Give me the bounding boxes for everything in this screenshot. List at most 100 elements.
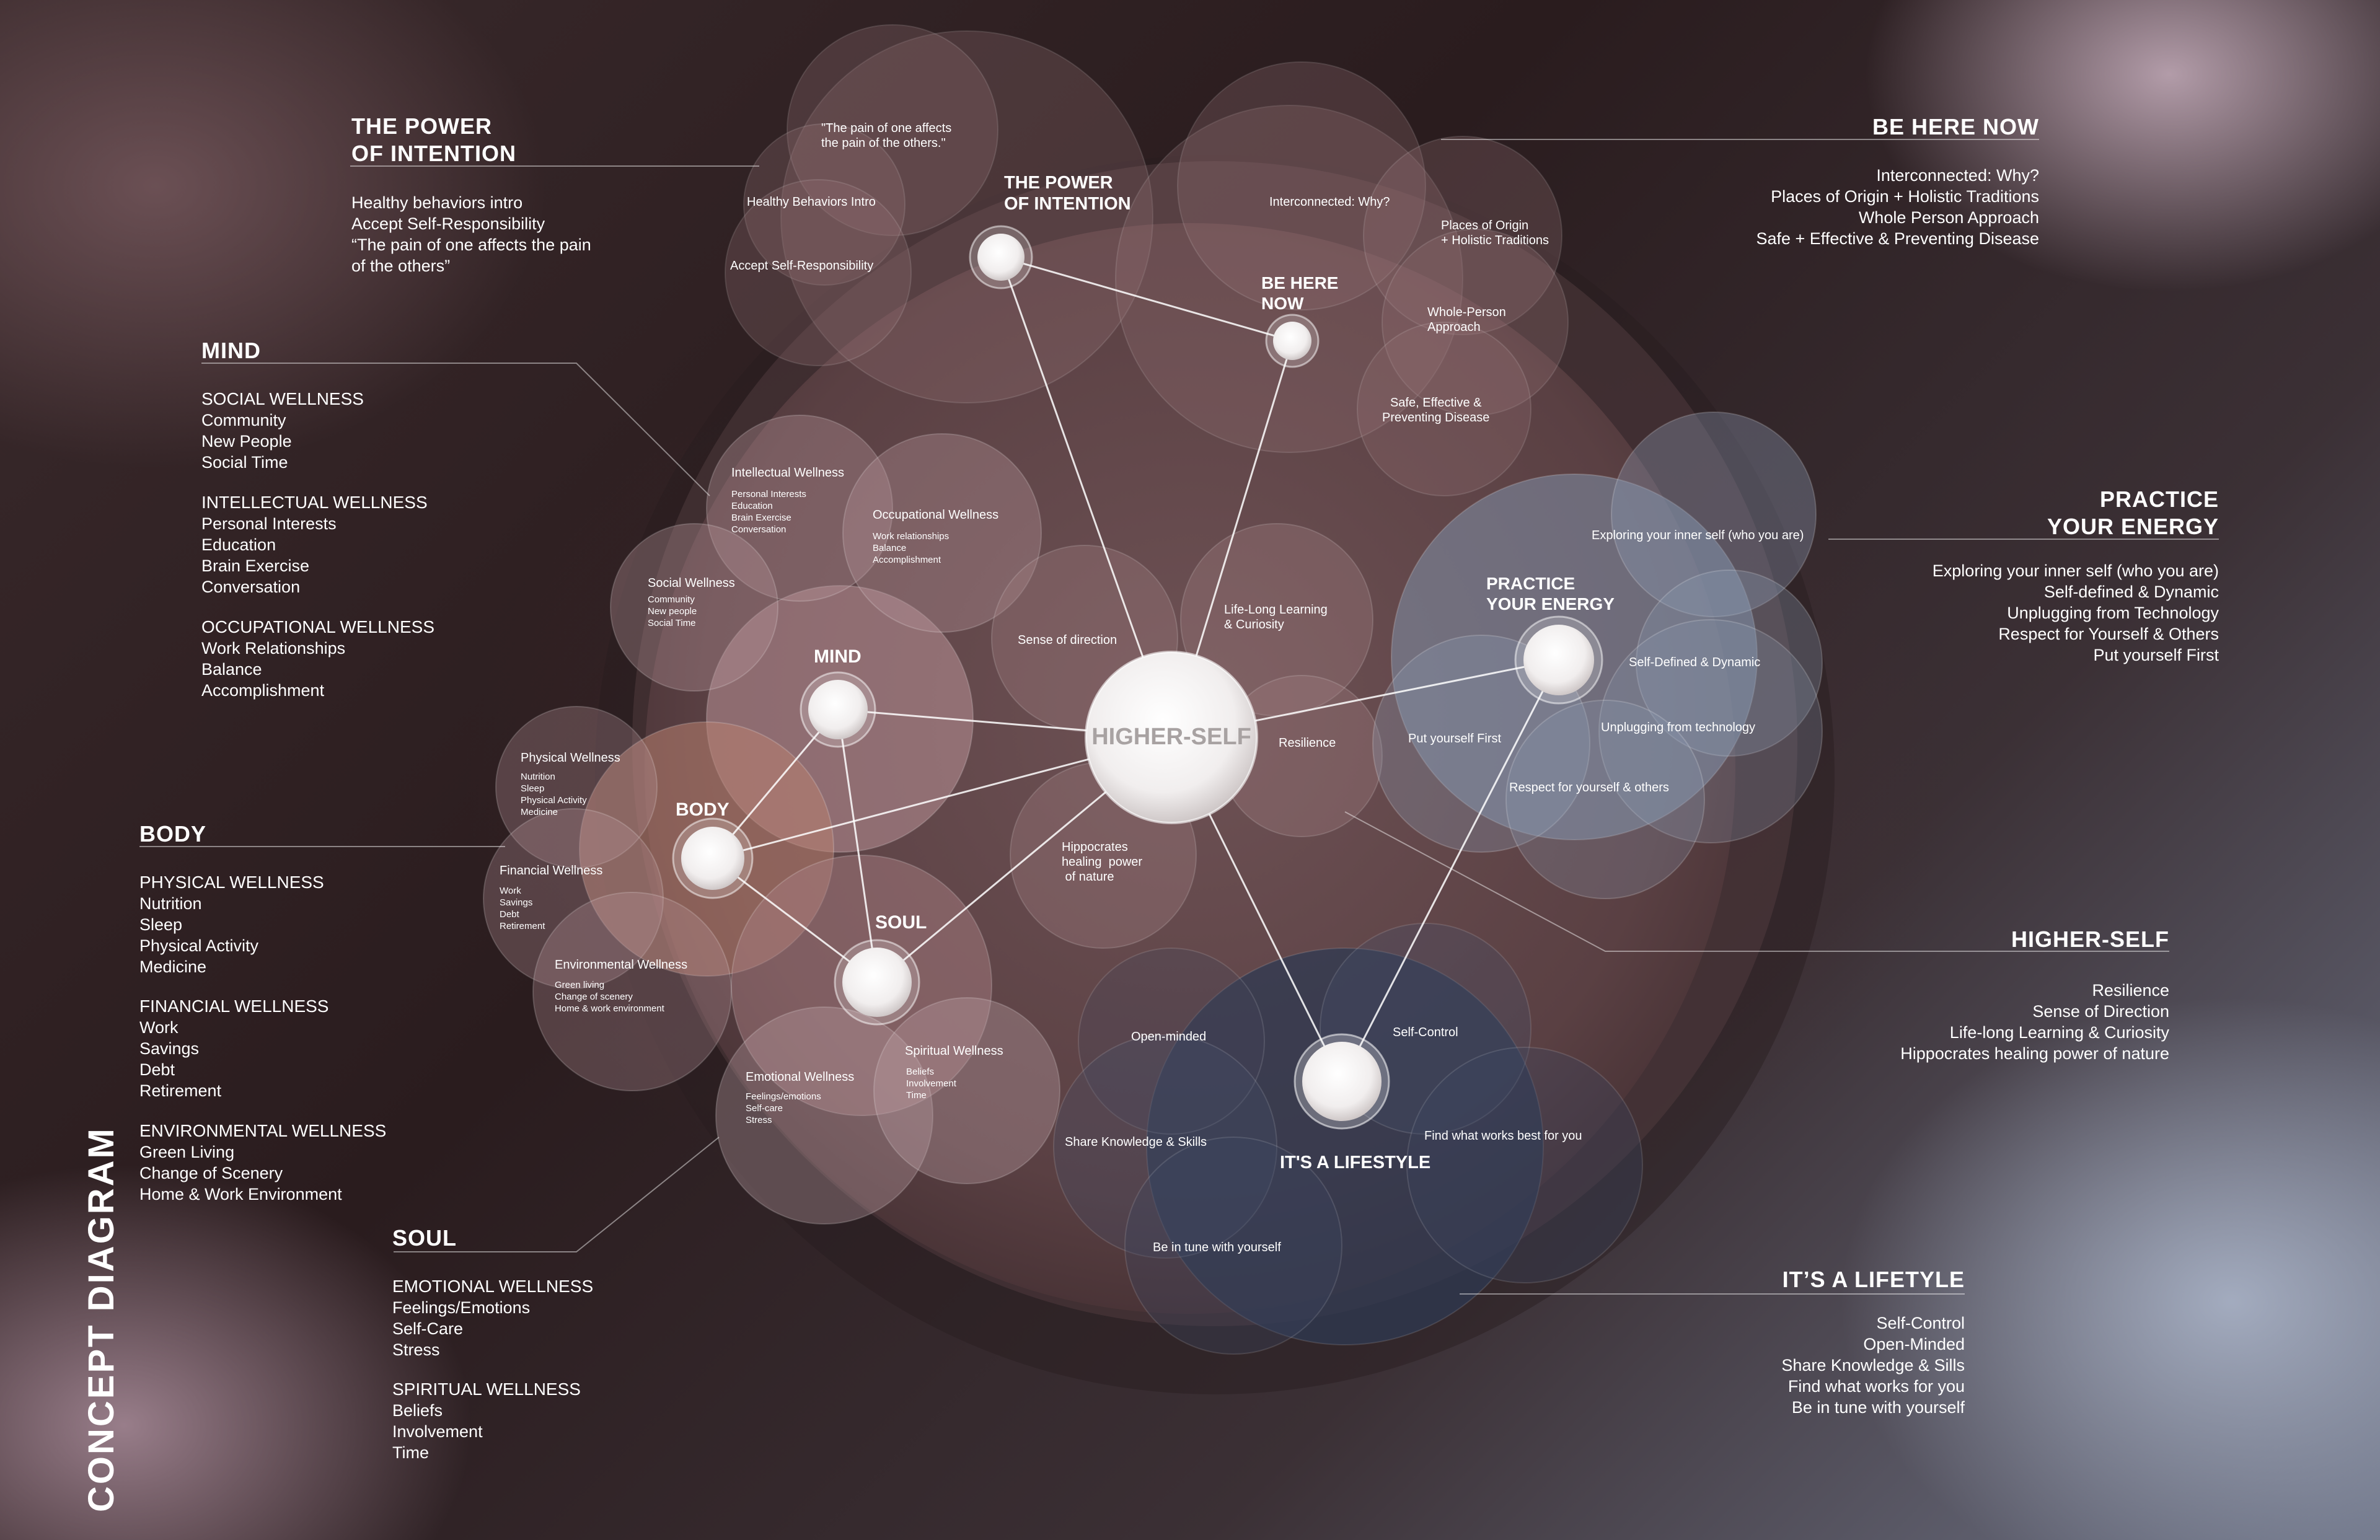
mind-node-label: MIND [814, 646, 862, 667]
occupational-circle [842, 433, 1042, 633]
safe-label: Safe, Effective & Preventing Disease [1382, 396, 1490, 425]
intention-node [977, 234, 1025, 281]
social-title: Social Wellness [648, 576, 735, 590]
intention-panel-heading: THE POWER OF INTENTION [351, 113, 516, 166]
respect-circle [1505, 700, 1705, 899]
financial-circle [483, 808, 664, 989]
interconnected-label: Interconnected: Why? [1269, 195, 1390, 209]
find-works-circle [1406, 1047, 1643, 1283]
in-tune-label: Be in tune with yourself [1153, 1241, 1281, 1254]
self-defined-circle [1636, 570, 1823, 757]
occupational-title: Occupational Wellness [873, 508, 999, 522]
here-now-area-circle [1115, 105, 1463, 453]
mind-panel-s2-title: INTELLECTUAL WELLNESS [201, 493, 428, 512]
lifestyle-node-label: IT'S A LIFESTYLE [1280, 1153, 1431, 1173]
mind-panel-s2-lines: Personal Interests Education Brain Exerc… [201, 514, 337, 596]
emotional-circle [715, 1006, 933, 1225]
intellectual-title: Intellectual Wellness [731, 466, 844, 480]
origin-circle [1363, 136, 1562, 335]
interconnected-circle [1177, 61, 1426, 310]
higher-self-panel-heading: HIGHER-SELF [2011, 926, 2169, 952]
whole-person-label: Whole-Person Approach [1427, 306, 1506, 334]
spiritual-items: Beliefs Involvement Time [906, 1067, 956, 1101]
body-panel-s3-lines: Green Living Change of Scenery Home & Wo… [139, 1143, 342, 1203]
mind-node [808, 680, 868, 739]
body-node [681, 827, 744, 890]
in-tune-circle [1124, 1137, 1342, 1355]
soul-node [842, 948, 912, 1017]
leader-soul [394, 1137, 720, 1252]
body-panel-heading: BODY [139, 821, 207, 847]
lifestyle-circle [1146, 948, 1544, 1345]
quote-circle [787, 24, 998, 236]
intellectual-items: Personal Interests Education Brain Exerc… [731, 489, 806, 535]
here-now-node-label: BE HERE NOW [1261, 273, 1339, 313]
social-circle [610, 523, 778, 692]
intention-panel-lines: Healthy behaviors intro Accept Self-Resp… [351, 193, 591, 275]
link-mind-soul [837, 709, 878, 983]
put-first-circle [1372, 635, 1590, 853]
soul-panel-heading: SOUL [392, 1225, 457, 1251]
exploring-circle [1611, 411, 1817, 617]
environmental-items: Green living Change of scenery Home & wo… [555, 980, 664, 1014]
mind-panel-s1-lines: Community New People Social Time [201, 411, 292, 472]
emotional-title: Emotional Wellness [746, 1070, 855, 1084]
respect-label: Respect for yourself & others [1509, 781, 1669, 794]
financial-title: Financial Wellness [500, 864, 603, 878]
body-panel-s1-title: PHYSICAL WELLNESS [139, 873, 324, 892]
emotional-items: Feelings/emotions Self-care Stress [746, 1091, 821, 1125]
social-items: Community New people Social Time [648, 594, 697, 628]
spiritual-circle [873, 997, 1060, 1184]
physical-items: Nutrition Sleep Physical Activity Medici… [521, 772, 587, 817]
quote-label: "The pain of one affects the pain of the… [821, 121, 952, 150]
body-panel-s2-title: FINANCIAL WELLNESS [139, 997, 329, 1016]
environmental-circle [532, 892, 732, 1091]
environmental-title: Environmental Wellness [555, 958, 688, 972]
body-panel-s3-title: ENVIRONMENTAL WELLNESS [139, 1121, 387, 1140]
physical-circle [495, 706, 658, 868]
body-panel-s2-lines: Work Savings Debt Retirement [139, 1018, 222, 1100]
healthy-intro-label: Healthy Behaviors Intro [747, 195, 876, 209]
intention-node-label: THE POWER OF INTENTION [1004, 173, 1131, 214]
self-control-label: Self-Control [1393, 1026, 1458, 1039]
center-node [1085, 651, 1258, 824]
sense-direction-label: Sense of direction [1018, 633, 1117, 647]
soul-node-label: SOUL [875, 912, 927, 933]
unplugging-label: Unplugging from technology [1601, 721, 1756, 734]
find-works-label: Find what works best for you [1424, 1129, 1582, 1143]
center-node-label: HIGHER-SELF [1091, 724, 1251, 750]
page-title: CONCEPT DIAGRAM [81, 1127, 121, 1512]
body-panel-s1-lines: Nutrition Sleep Physical Activity Medici… [139, 894, 259, 976]
lifestyle-panel-lines: Self-Control Open-Minded Share Knowledge… [1781, 1314, 1965, 1417]
energy-panel-lines: Exploring your inner self (who you are) … [1932, 561, 2219, 664]
spiritual-title: Spiritual Wellness [905, 1044, 1003, 1058]
higher-self-panel-lines: Resilience Sense of Direction Life-long … [1900, 981, 2169, 1063]
open-minded-label: Open-minded [1131, 1030, 1207, 1044]
soul-panel-s2-lines: Beliefs Involvement Time [392, 1401, 483, 1462]
unplugging-circle [1598, 619, 1823, 843]
mind-panel-s3-title: OCCUPATIONAL WELLNESS [201, 617, 435, 636]
lifestyle-node [1302, 1042, 1382, 1121]
soul-panel-s1-title: EMOTIONAL WELLNESS [392, 1277, 594, 1296]
hippocrates-label: Hippocrates healing power of nature [1062, 840, 1143, 884]
exploring-label: Exploring your inner self (who you are) [1592, 529, 1804, 542]
self-defined-label: Self-Defined & Dynamic [1629, 656, 1761, 669]
origin-label: Places of Origin + Holistic Traditions [1441, 219, 1549, 247]
financial-items: Work Savings Debt Retirement [500, 886, 545, 931]
mind-panel-s1-title: SOCIAL WELLNESS [201, 389, 364, 408]
intention-area-circle [780, 30, 1153, 403]
leader-mind [201, 363, 710, 496]
leader-higher-self [1344, 811, 2169, 952]
lifestyle-panel-heading: IT’S A LIFETYLE [1782, 1267, 1965, 1292]
energy-node [1523, 625, 1594, 695]
link-mind-body [712, 709, 839, 859]
accept-label: Accept Self-Responsibility [730, 259, 874, 273]
share-label: Share Knowledge & Skills [1065, 1135, 1207, 1149]
mind-panel-s3-lines: Work Relationships Balance Accomplishmen… [201, 639, 346, 700]
resilience-label: Resilience [1279, 736, 1336, 750]
share-circle [1053, 1034, 1277, 1259]
accept-circle [725, 179, 912, 366]
open-minded-circle [1078, 948, 1265, 1135]
here-now-node [1273, 322, 1311, 360]
put-first-label: Put yourself First [1408, 732, 1502, 746]
